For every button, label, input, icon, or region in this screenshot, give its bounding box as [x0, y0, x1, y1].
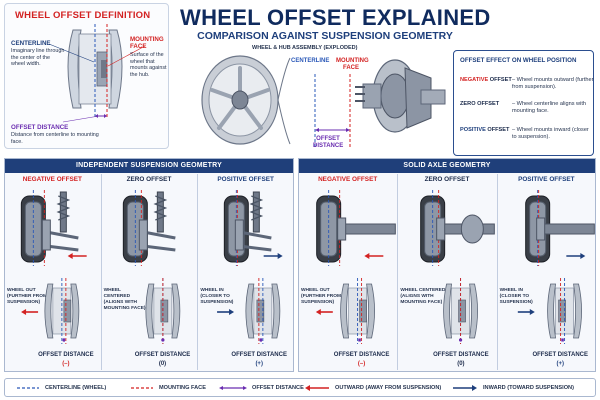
legend-swatches [17, 385, 477, 391]
mounting-face-description: Surface of the wheel that mounts against… [130, 52, 167, 78]
subtitle-emphasis: SUSPENSION GEOMETRY [321, 30, 453, 42]
offset-distance-label: OFFSET DISTANCE [433, 352, 489, 358]
wheel-position-note: WHEEL CENTERED (ALIGNS WITH MOUNTING FAC… [400, 288, 446, 305]
legend-offset-distance: OFFSET DISTANCE [252, 385, 304, 391]
cell-divider [197, 174, 199, 370]
cell-title: ZERO OFFSET [424, 176, 470, 183]
wheel-cross-section-diagram [517, 278, 582, 344]
offset-definition-box: WHEEL OFFSET DEFINITION CENTERLINE Imagi… [4, 3, 169, 149]
legend-mounting-face: MOUNTING FACE [159, 385, 206, 391]
cell-title: POSITIVE OFFSET [217, 176, 274, 183]
mounting-face-heading: MOUNTING FACE [130, 36, 164, 50]
page-title: WHEEL OFFSET EXPLAINED [180, 5, 491, 30]
cell-title: NEGATIVE OFFSET [318, 176, 378, 183]
offset-distance-label: OFFSET DISTANCE [134, 352, 191, 358]
effect-title: OFFSET EFFECT ON WHEEL POSITION [460, 57, 577, 64]
legend-outward: OUTWARD (AWAY FROM SUSPENSION) [335, 385, 442, 391]
wheel-cross-section-diagram [443, 278, 479, 344]
offset-distance-description: Distance from centerline to mounting fac… [11, 132, 99, 145]
effect-key-negative: NEGATIVE [460, 77, 489, 83]
page-subtitle: COMPARISON AGAINST SUSPENSION GEOMETRY [190, 30, 460, 42]
panel-title: SOLID AXLE GEOMETRY [299, 159, 595, 173]
definition-title: WHEEL OFFSET DEFINITION [15, 10, 151, 21]
wheel-hub-assembly-illustration [201, 55, 446, 148]
cell-title: NEGATIVE OFFSET [22, 176, 82, 183]
suspension-wheel-illustration [224, 190, 283, 266]
wheel-cross-section-diagram [145, 278, 180, 344]
wheel-position-note: WHEEL CENTERED (ALIGNS WITH MOUNTING FAC… [103, 288, 146, 311]
offset-sign: (+) [255, 361, 263, 367]
wheel-cross-section-diagram [21, 278, 80, 344]
axle-wheel-illustration [420, 190, 496, 266]
wheel-cross-section-diagram [217, 278, 281, 344]
offset-sign: (0) [158, 361, 167, 367]
offset-distance-label: OFFSET DISTANCE [38, 352, 94, 358]
panel-title: INDEPENDENT SUSPENSION GEOMETRY [5, 159, 293, 173]
offset-effect-box: OFFSET EFFECT ON WHEEL POSITION NEGATIVE… [453, 50, 594, 156]
axle-wheel-illustration [316, 190, 396, 266]
cell-divider [100, 174, 102, 370]
wheel-cross-section-diagram [315, 278, 375, 344]
effect-text-negative: – Wheel mounts outward (further from sus… [512, 77, 594, 90]
effect-suffix: OFFSET [488, 77, 512, 83]
assembly-mounting-face-label: MOUNTING FACE [336, 58, 369, 71]
wheel-position-note: WHEEL OUT (FURTHER FROM SUSPENSION) [301, 288, 341, 305]
offset-distance-label: OFFSET DISTANCE [231, 352, 287, 358]
offset-sign: (–) [357, 361, 366, 367]
cell-title: ZERO OFFSET [126, 176, 172, 183]
effect-key-zero: ZERO [460, 101, 476, 107]
effect-suffix: OFFSET [475, 101, 500, 107]
effect-text-zero: – Wheel centerline aligns with mounting … [512, 101, 586, 114]
assembly-offset-distance-label: OFFSET DISTANCE [313, 136, 344, 149]
wheel-cross-section-icon [48, 24, 146, 123]
cell-divider [496, 174, 498, 370]
axle-wheel-illustration [524, 190, 595, 266]
assembly-centerline-label: CENTERLINE [291, 58, 330, 64]
effect-suffix: OFFSET [485, 127, 510, 133]
offset-sign: (–) [62, 361, 70, 367]
cell-title: POSITIVE OFFSET [518, 176, 575, 183]
wheel-position-note: WHEEL IN (CLOSER TO SUSPENSION) [499, 288, 533, 305]
subtitle-prefix: COMPARISON AGAINST [197, 30, 322, 42]
centerline-description: Imaginary line through the center of the… [11, 48, 65, 68]
suspension-wheel-illustration [20, 190, 87, 266]
offset-sign: (+) [556, 361, 564, 367]
offset-distance-label: OFFSET DISTANCE [333, 352, 390, 358]
wheel-position-note: WHEEL IN (CLOSER TO SUSPENSION) [200, 288, 234, 305]
offset-distance-label: OFFSET DISTANCE [532, 352, 588, 358]
effect-text-positive: – Wheel mounts inward (closer to suspens… [512, 127, 589, 140]
legend-inward: INWARD (TOWARD SUSPENSION) [483, 385, 574, 391]
centerline-heading: CENTERLINE [11, 40, 51, 47]
legend-centerline: CENTERLINE (WHEEL) [45, 385, 107, 391]
wheel-position-note: WHEEL OUT (FURTHER FROM SUSPENSION) [7, 288, 47, 305]
suspension-wheel-illustration [122, 190, 176, 266]
cell-divider [397, 174, 399, 370]
effect-key-positive: POSITIVE [460, 127, 486, 133]
offset-distance-heading: OFFSET DISTANCE [11, 124, 69, 131]
offset-sign: (0) [457, 361, 465, 367]
legend: CENTERLINE (WHEEL) MOUNTING FACE OFFSET … [4, 378, 596, 397]
assembly-label: WHEEL & HUB ASSEMBLY (EXPLODED) [252, 45, 358, 51]
